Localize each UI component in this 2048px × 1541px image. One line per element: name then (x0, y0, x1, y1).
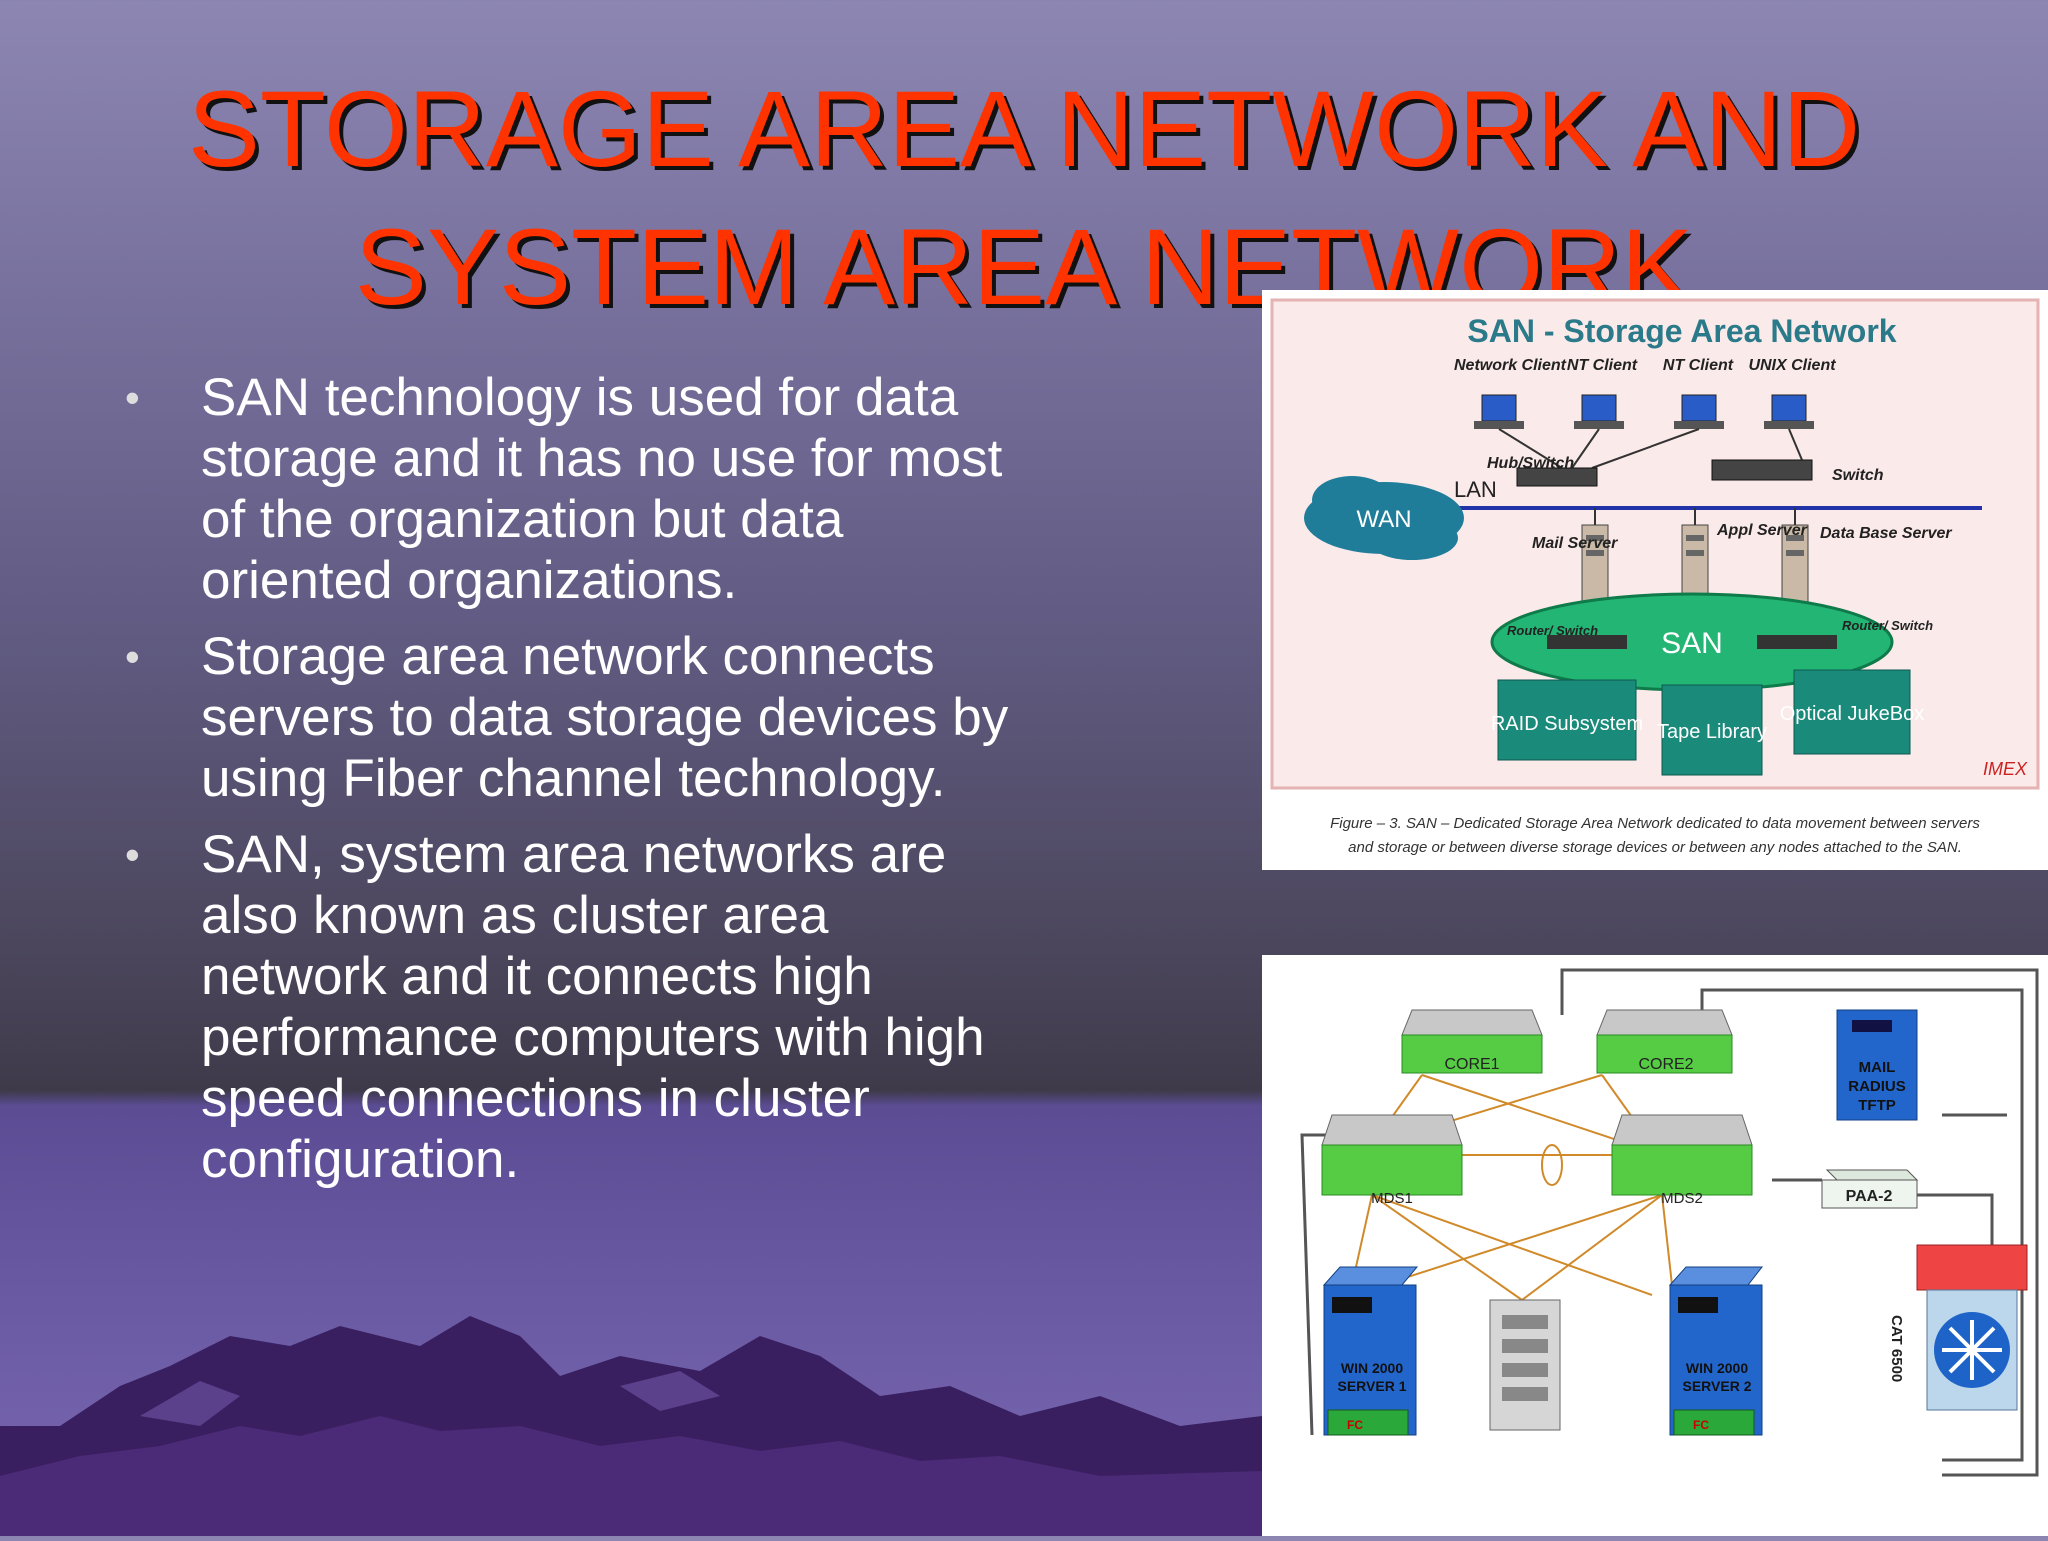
fc-label: FC (1693, 1418, 1709, 1432)
paa2-device (1821, 1169, 1919, 1209)
storage-label: RAID Subsystem (1491, 713, 1643, 735)
hub-label: Hub/Switch (1487, 455, 1574, 472)
tape-library-box (1661, 684, 1763, 776)
server-label: Mail Server (1532, 535, 1618, 552)
san-label: SAN (1661, 627, 1723, 660)
caption-line-1: Figure – 3. SAN – Dedicated Storage Area… (1330, 815, 1980, 832)
san-diagram: SAN - Storage Area Network Network Clien… (1270, 298, 2040, 856)
router-label-left: Router/ Switch (1507, 623, 1598, 638)
bullet-item: • SAN, system area networks are also know… (115, 824, 1015, 1190)
server-lan-links (1594, 508, 1796, 525)
mail-server-icon (1836, 1009, 1918, 1121)
router-switch-right (1757, 635, 1837, 649)
optical-jukebox-box (1793, 669, 1911, 755)
server-icon (1781, 524, 1809, 606)
mail-label-1: MAIL (1859, 1059, 1896, 1076)
client-label: NT Client (1567, 357, 1638, 374)
mds2-label: MDS2 (1661, 1190, 1703, 1207)
cat6500-switch-icon (1916, 1244, 2028, 1411)
mail-label-3: TFTP (1858, 1097, 1896, 1114)
bullet-dot-icon: • (125, 633, 140, 680)
computer-icon (1474, 394, 1524, 429)
storage-array-icon (1489, 1299, 1561, 1431)
core2-label: CORE2 (1638, 1056, 1693, 1073)
core1-label: CORE1 (1444, 1056, 1499, 1073)
client-links (1498, 428, 1803, 469)
storage-label: Tape Library (1657, 721, 1767, 743)
slide-title: STORAGE AREA NETWORK AND SYSTEM AREA NET… (60, 60, 1988, 336)
server-towers (1581, 524, 1809, 606)
computer-icon (1764, 394, 1814, 429)
bullet-item: • SAN technology is used for data storage… (115, 367, 1015, 611)
client-label: NT Client (1663, 357, 1734, 374)
server-icon (1581, 524, 1609, 606)
core1-switch (1401, 1009, 1543, 1074)
computer-icon (1574, 394, 1624, 429)
title-line-1: STORAGE AREA NETWORK AND (187, 68, 1861, 189)
bullet-text: SAN technology is used for data storage … (201, 368, 1003, 610)
client-label: UNIX Client (1748, 357, 1836, 374)
wan-cloud-icon (1304, 476, 1464, 560)
bullet-text: Storage area network connects servers to… (201, 627, 1009, 808)
bullet-text: SAN, system area networks are also known… (201, 825, 985, 1189)
router-label-right: Router/ Switch (1842, 618, 1933, 633)
server2-label-1: WIN 2000 (1686, 1360, 1748, 1376)
client-label: Network Client (1454, 357, 1567, 374)
credit-label: IMEX (1983, 759, 2028, 779)
win2000-server-2-icon (1668, 1266, 1764, 1436)
storage-label: Optical JukeBox (1780, 703, 1925, 725)
mds1-switch (1321, 1114, 1463, 1196)
caption-line-2: and storage or between diverse storage d… (1348, 839, 1962, 856)
bullet-dot-icon: • (125, 831, 140, 878)
raid-subsystem-box (1497, 679, 1637, 761)
cluster-diagram-figure: CORE1 CORE2 MDS1 MDS2 MAIL (1262, 955, 2048, 1536)
mountain-silhouette (0, 1316, 1262, 1536)
server1-label-2: SERVER 1 (1338, 1378, 1407, 1394)
computer-icon (1674, 394, 1724, 429)
hub-switch-device (1516, 467, 1598, 487)
server-label: Appl Server (1716, 522, 1808, 539)
wan-label: WAN (1356, 506, 1411, 533)
bullet-dot-icon: • (125, 374, 140, 421)
server-icon (1681, 524, 1709, 606)
server-label: Data Base Server (1820, 525, 1952, 542)
san-heading: SAN - Storage Area Network (1467, 313, 1896, 349)
mds2-switch (1611, 1114, 1753, 1196)
paa-label: PAA-2 (1846, 1188, 1893, 1205)
server2-label-2: SERVER 2 (1683, 1378, 1752, 1394)
fc-label: FC (1347, 1418, 1363, 1432)
switch-device (1711, 459, 1813, 481)
core2-switch (1596, 1009, 1733, 1074)
cluster-diagram: CORE1 CORE2 MDS1 MDS2 MAIL (1300, 968, 2039, 1477)
switch-label: Switch (1832, 467, 1884, 484)
lan-label: LAN (1454, 477, 1497, 502)
router-switch-left (1547, 635, 1627, 649)
mds1-label: MDS1 (1371, 1190, 1413, 1207)
cat-label: CAT 6500 (1888, 1315, 1905, 1382)
client-computers (1474, 394, 1814, 429)
win2000-server-1-icon (1322, 1266, 1419, 1436)
server1-label-1: WIN 2000 (1341, 1360, 1403, 1376)
bullet-list: • SAN technology is used for data storage… (115, 367, 1015, 1205)
mail-label-2: RADIUS (1848, 1078, 1906, 1095)
san-diagram-figure: SAN - Storage Area Network Network Clien… (1262, 290, 2048, 870)
bullet-item: • Storage area network connects servers t… (115, 626, 1015, 809)
